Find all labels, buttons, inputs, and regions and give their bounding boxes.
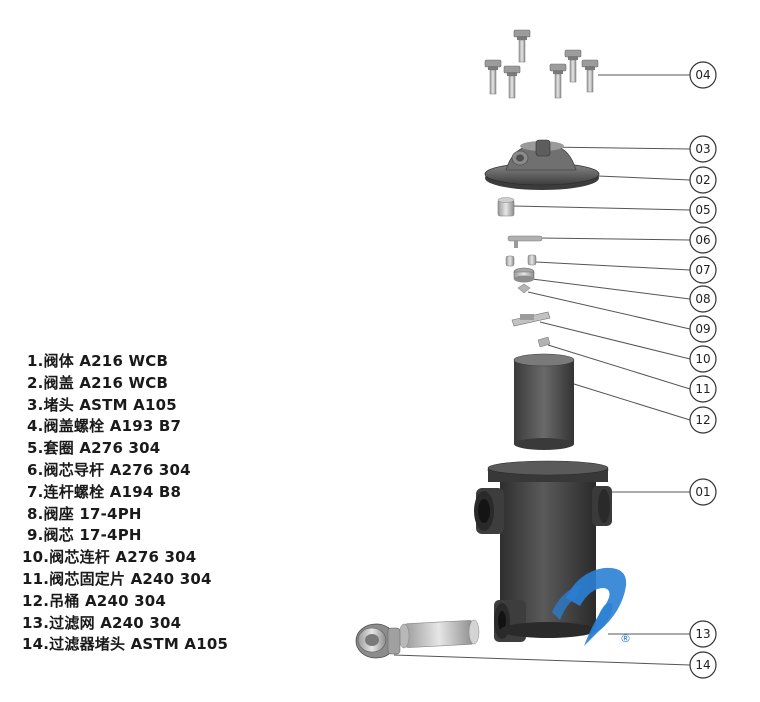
callout-03: 03 <box>689 135 717 163</box>
link-bolts <box>505 254 537 267</box>
parts-list-item: 10.阀芯连杆 A276 304 <box>22 548 197 567</box>
callout-08: 08 <box>689 285 717 313</box>
callout-label: 13 <box>695 627 710 641</box>
valve-body <box>474 460 612 642</box>
parts-list-item: 7.连杆螺栓 A194 B8 <box>27 482 182 501</box>
leader-line-05 <box>513 205 691 211</box>
callout-label: 10 <box>695 352 710 366</box>
strainer-screen <box>398 619 480 649</box>
callout-05: 05 <box>689 196 717 224</box>
bonnet-bolts <box>484 29 599 99</box>
parts-list-item: 13.过滤网 A240 304 <box>22 613 182 632</box>
disc-linkage <box>511 311 551 348</box>
parts-list-item: 14.过滤器堵头 ASTM A105 <box>22 635 229 654</box>
callout-01: 01 <box>689 478 717 506</box>
bonnet-assembly <box>484 139 600 190</box>
valve-guide-rod <box>507 235 543 248</box>
parts-list-item: 3.堵头 ASTM A105 <box>27 395 177 414</box>
callout-label: 14 <box>695 658 710 672</box>
parts-list-item: 2.阀盖 A216 WCB <box>27 373 169 392</box>
sleeve <box>497 197 515 217</box>
callout-04: 04 <box>689 61 717 89</box>
leader-line-06 <box>539 237 691 241</box>
callout-10: 10 <box>689 345 717 373</box>
parts-list: 1.阀体 A216 WCB 2.阀盖 A216 WCB 3.堵头 ASTM A1… <box>22 351 228 656</box>
leader-line-07 <box>535 261 691 271</box>
parts-list-item: 1.阀体 A216 WCB <box>27 352 169 370</box>
parts-list-item: 5.套圈 A276 304 <box>27 439 161 458</box>
callout-label: 09 <box>695 322 710 336</box>
callout-07: 07 <box>689 256 717 284</box>
bucket <box>513 353 575 450</box>
callout-label: 06 <box>695 233 710 247</box>
leader-line-09 <box>527 291 691 330</box>
leader-line-12 <box>573 383 691 421</box>
parts-list-item: 6.阀芯导杆 A276 304 <box>27 460 191 479</box>
parts-list-item: 4.阀盖螺栓 A193 B7 <box>27 417 182 436</box>
callout-label: 08 <box>695 292 710 306</box>
callout-label: 01 <box>695 485 710 499</box>
callout-label: 11 <box>695 382 710 396</box>
callout-12: 12 <box>689 406 717 434</box>
callout-label: 05 <box>695 203 710 217</box>
callout-label: 04 <box>695 68 710 82</box>
callout-label: 12 <box>695 413 710 427</box>
registered-mark: ® <box>620 632 631 645</box>
callout-11: 11 <box>689 375 717 403</box>
callout-label: 02 <box>695 173 710 187</box>
leader-line-03 <box>544 146 691 150</box>
parts-list-item: 12.吊桶 A240 304 <box>22 591 167 610</box>
leader-line-14 <box>393 654 691 666</box>
callout-02: 02 <box>689 166 717 194</box>
leader-line-10 <box>539 321 691 360</box>
parts-list-item: 8.阀座 17-4PH <box>27 504 142 523</box>
valve-seat <box>513 267 535 283</box>
callout-group: 04 03 02 05 06 07 08 09 10 11 12 01 13 1… <box>689 61 717 679</box>
callout-14: 14 <box>689 651 717 679</box>
leader-lines <box>393 74 691 666</box>
brand-logo: ® <box>552 567 631 646</box>
valve-disc <box>517 283 531 294</box>
strainer-plug <box>355 623 401 659</box>
parts-list-item: 11.阀芯固定片 A240 304 <box>22 569 212 588</box>
callout-label: 07 <box>695 263 710 277</box>
leader-line-08 <box>531 278 691 300</box>
callout-09: 09 <box>689 315 717 343</box>
leader-line-02 <box>597 175 691 181</box>
leader-line-11 <box>547 344 691 390</box>
parts-list-item: 9.阀芯 17-4PH <box>27 526 142 545</box>
callout-13: 13 <box>689 620 717 648</box>
callout-label: 03 <box>695 142 710 156</box>
callout-06: 06 <box>689 226 717 254</box>
